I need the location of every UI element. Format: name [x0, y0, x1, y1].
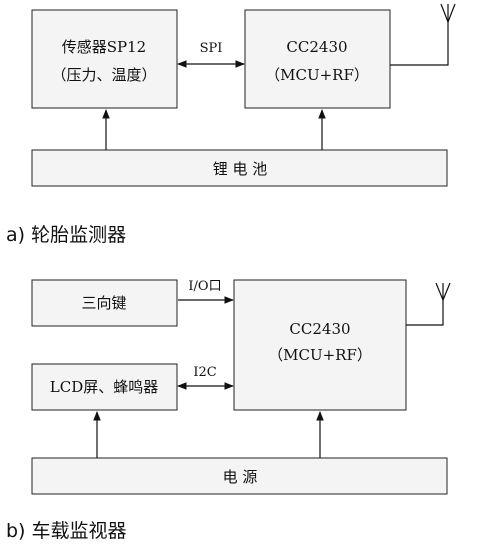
diagram-a: 传感器SP12 （压力、温度） CC2430 （MCU+RF） SPI 锂 电 … [6, 3, 456, 246]
lcd-label: LCD屏、蜂鸣器 [50, 378, 158, 396]
battery-box [31, 149, 448, 187]
sensor-label-line2: （压力、温度） [51, 66, 156, 84]
io-label: I/O口 [188, 279, 221, 294]
battery-label: 锂 电 池 [213, 160, 268, 178]
power-box [31, 457, 448, 495]
keys-box [31, 279, 178, 327]
caption-b: b) 车载监视器 [6, 520, 127, 542]
mcu-b-label-line2: （MCU+RF） [268, 346, 372, 364]
mcu-box-b [233, 279, 407, 411]
mcu-a-label-line2: （MCU+RF） [265, 66, 369, 84]
caption-a: a) 轮胎监测器 [6, 224, 126, 246]
sensor-label-line1: 传感器SP12 [62, 38, 146, 56]
keys-label: 三向键 [81, 294, 126, 312]
lcd-box [31, 363, 178, 411]
spi-label: SPI [200, 41, 223, 56]
sensor-box [31, 9, 178, 109]
power-label: 电 源 [223, 468, 258, 486]
antenna-icon [406, 282, 451, 326]
mcu-box-a [244, 9, 391, 109]
mcu-a-label-line1: CC2430 [286, 38, 347, 56]
i2c-label: I2C [193, 365, 216, 380]
diagram-b: 三向键 LCD屏、蜂鸣器 CC2430 （MCU+RF） I/O口 I2C 电 … [6, 279, 451, 542]
mcu-b-label-line1: CC2430 [289, 320, 350, 338]
antenna-icon [390, 3, 456, 66]
